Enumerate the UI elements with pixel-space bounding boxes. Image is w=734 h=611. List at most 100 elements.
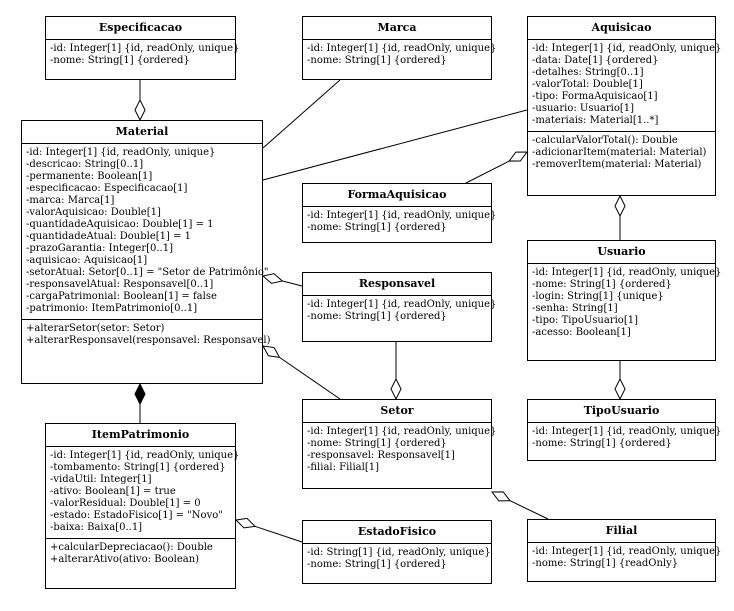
class-name: Marca <box>303 17 491 40</box>
edge-material-aquisicao <box>262 109 528 181</box>
operation-list: +calcularDepreciacao(): Double+alterarAt… <box>46 538 235 570</box>
class-attribute: -id: Integer[1] {id, readOnly, unique} <box>532 267 722 278</box>
class-attribute: -quantidadeAtual: Double[1] = 1 <box>26 231 191 242</box>
class-attribute: -id: Integer[1] {id, readOnly, unique} <box>532 43 722 54</box>
class-attribute: -usuario: Usuario[1] <box>532 103 635 114</box>
class-operation: -adicionarItem(material: Material) <box>532 147 707 158</box>
aggregation-diamond <box>390 377 402 401</box>
class-operation: -calcularValorTotal(): Double <box>532 135 678 146</box>
class-name: Especificacao <box>46 17 235 40</box>
class-attribute: -responsavelAtual: Responsavel[0..1] <box>26 279 214 290</box>
aggregation-diamond <box>614 194 626 218</box>
class-attribute: -valorTotal: Double[1] <box>532 79 643 90</box>
attribute-list: -id: Integer[1] {id, readOnly, unique}-n… <box>303 40 497 71</box>
class-tipo-usuario[interactable]: TipoUsuario -id: Integer[1] {id, readOnl… <box>527 399 722 461</box>
aggregation-diamond <box>234 517 257 529</box>
class-setor[interactable]: Setor -id: Integer[1] {id, readOnly, uni… <box>302 399 497 489</box>
aggregation-diamond <box>508 151 528 162</box>
aggregation-diamond <box>262 345 281 358</box>
class-attribute: -patrimonio: ItemPatrimonio[0..1] <box>26 303 198 314</box>
class-attribute: -tipo: TipoUsuario[1] <box>532 315 638 326</box>
operation-list: +alterarSetor(setor: Setor)+alterarRespo… <box>22 319 271 351</box>
class-attribute: -id: Integer[1] {id, readOnly, unique} <box>532 546 722 557</box>
class-attribute: -prazoGarantia: Integer[0..1] <box>26 243 173 254</box>
class-attribute: -login: String[1] {unique} <box>532 291 664 302</box>
class-forma-aquisicao[interactable]: FormaAquisicao -id: Integer[1] {id, read… <box>302 183 497 243</box>
attribute-list: -id: Integer[1] {id, readOnly, unique}-n… <box>528 543 722 574</box>
class-name: Filial <box>528 520 715 543</box>
class-name: EstadoFisico <box>303 521 491 544</box>
class-attribute: -cargaPatrimonial: Boolean[1] = false <box>26 291 217 302</box>
class-operation: +alterarAtivo(ativo: Boolean) <box>50 554 200 565</box>
class-attribute: -ativo: Boolean[1] = true <box>50 486 176 497</box>
class-attribute: -nome: String[1] {ordered} <box>307 311 447 322</box>
class-attribute: -tipo: FormaAquisicao[1] <box>532 91 658 102</box>
class-attribute: -nome: String[1] {ordered} <box>307 438 447 449</box>
aggregation-diamond <box>614 377 626 401</box>
attribute-list: -id: Integer[1] {id, readOnly, unique}-d… <box>22 144 269 319</box>
class-estado-fisico[interactable]: EstadoFisico -id: String[1] {id, readOnl… <box>302 520 492 584</box>
class-name: FormaAquisicao <box>303 184 491 207</box>
class-attribute: -vidaUtil: Integer[1] <box>50 474 152 485</box>
class-material[interactable]: Material -id: Integer[1] {id, readOnly, … <box>21 120 271 384</box>
attribute-list: -id: Integer[1] {id, readOnly, unique}-n… <box>303 296 496 327</box>
class-attribute: -aquisicao: Aquisicao[1] <box>26 255 148 266</box>
class-attribute: -senha: String[1] <box>532 303 618 314</box>
class-item-patrimonio[interactable]: ItemPatrimonio -id: Integer[1] {id, read… <box>45 423 240 589</box>
class-name: TipoUsuario <box>528 400 715 423</box>
class-operation: +alterarResponsavel(responsavel: Respons… <box>26 335 271 346</box>
aggregation-diamond <box>490 491 512 502</box>
class-aquisicao[interactable]: Aquisicao -id: Integer[1] {id, readOnly,… <box>527 16 722 196</box>
class-operation: -removerItem(material: Material) <box>532 159 702 170</box>
attribute-list: -id: Integer[1] {id, readOnly, unique}-n… <box>528 423 722 454</box>
class-operation: +calcularDepreciacao(): Double <box>50 542 213 553</box>
class-attribute: -permanente: Boolean[1] <box>26 171 153 182</box>
class-attribute: -descricao: String[0..1] <box>26 159 144 170</box>
aggregation-diamond <box>261 273 284 284</box>
class-attribute: -valorResidual: Double[1] = 0 <box>50 498 201 509</box>
class-filial[interactable]: Filial -id: Integer[1] {id, readOnly, un… <box>527 519 722 582</box>
class-responsavel[interactable]: Responsavel -id: Integer[1] {id, readOnl… <box>302 272 496 342</box>
class-name: Usuario <box>528 241 715 264</box>
attribute-list: -id: Integer[1] {id, readOnly, unique}-d… <box>528 40 722 131</box>
attribute-list: -id: Integer[1] {id, readOnly, unique}-n… <box>303 423 497 478</box>
class-attribute: -tombamento: String[1] {ordered} <box>50 462 226 473</box>
attribute-list: -id: Integer[1] {id, readOnly, unique}-n… <box>303 207 497 238</box>
class-attribute: -estado: EstadoFisico[1] = "Novo" <box>50 510 223 521</box>
class-attribute: -nome: String[1] {ordered} <box>307 222 447 233</box>
class-attribute: -marca: Marca[1] <box>26 195 115 206</box>
class-attribute: -setorAtual: Setor[0..1] = "Setor de Pat… <box>26 267 269 278</box>
edge-material-marca <box>262 79 341 149</box>
class-attribute: -nome: String[1] {ordered} <box>307 559 447 570</box>
class-attribute: -id: Integer[1] {id, readOnly, unique} <box>26 147 216 158</box>
class-attribute: -nome: String[1] {ordered} <box>532 438 672 449</box>
class-attribute: -id: Integer[1] {id, readOnly, unique} <box>307 43 497 54</box>
class-attribute: -id: Integer[1] {id, readOnly, unique} <box>532 426 722 437</box>
class-attribute: -filial: Filial[1] <box>307 462 380 473</box>
class-attribute: -nome: String[1] {ordered} <box>50 55 190 66</box>
class-attribute: -nome: String[1] {readOnly} <box>532 558 679 569</box>
class-attribute: -quantidadeAquisicao: Double[1] = 1 <box>26 219 214 230</box>
class-operation: +alterarSetor(setor: Setor) <box>26 323 165 334</box>
class-attribute: -id: String[1] {id, readOnly, unique} <box>307 547 491 558</box>
class-attribute: -valorAquisicao: Double[1] <box>26 207 161 218</box>
class-attribute: -id: Integer[1] {id, readOnly, unique} <box>307 426 497 437</box>
class-attribute: -id: Integer[1] {id, readOnly, unique} <box>307 210 497 221</box>
class-especificacao[interactable]: Especificacao -id: Integer[1] {id, readO… <box>45 16 240 80</box>
class-attribute: -nome: String[1] {ordered} <box>307 55 447 66</box>
class-marca[interactable]: Marca -id: Integer[1] {id, readOnly, uni… <box>302 16 497 80</box>
class-attribute: -id: Integer[1] {id, readOnly, unique} <box>50 43 240 54</box>
class-attribute: -baixa: Baixa[0..1] <box>50 522 143 533</box>
class-name: Setor <box>303 400 491 423</box>
aggregation-diamond <box>134 98 146 122</box>
attribute-list: -id: Integer[1] {id, readOnly, unique}-t… <box>46 447 240 538</box>
class-attribute: -especificacao: Especificacao[1] <box>26 183 188 194</box>
class-name: Aquisicao <box>528 17 715 40</box>
class-usuario[interactable]: Usuario -id: Integer[1] {id, readOnly, u… <box>527 240 722 361</box>
class-attribute: -responsavel: Responsavel[1] <box>307 450 455 461</box>
class-attribute: -nome: String[1] {ordered} <box>532 279 672 290</box>
class-attribute: -id: Integer[1] {id, readOnly, unique} <box>50 450 240 461</box>
class-name: Material <box>22 121 262 144</box>
